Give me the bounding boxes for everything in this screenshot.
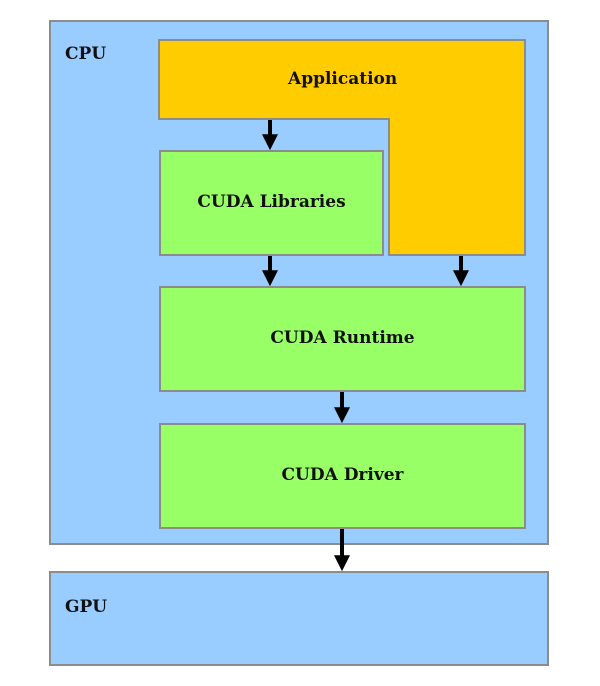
cuda-libraries-box: CUDA Libraries (159, 150, 384, 256)
cuda-driver-label: CUDA Driver (281, 465, 404, 485)
cuda-driver-box: CUDA Driver (159, 423, 526, 529)
gpu-label: GPU (65, 597, 108, 617)
cuda-runtime-label: CUDA Runtime (270, 328, 415, 348)
cuda-runtime-box: CUDA Runtime (159, 286, 526, 392)
application-label: Application (288, 69, 398, 89)
gpu-box: GPU (49, 571, 549, 666)
cuda-libraries-label: CUDA Libraries (197, 192, 346, 212)
cpu-label: CPU (65, 44, 107, 64)
